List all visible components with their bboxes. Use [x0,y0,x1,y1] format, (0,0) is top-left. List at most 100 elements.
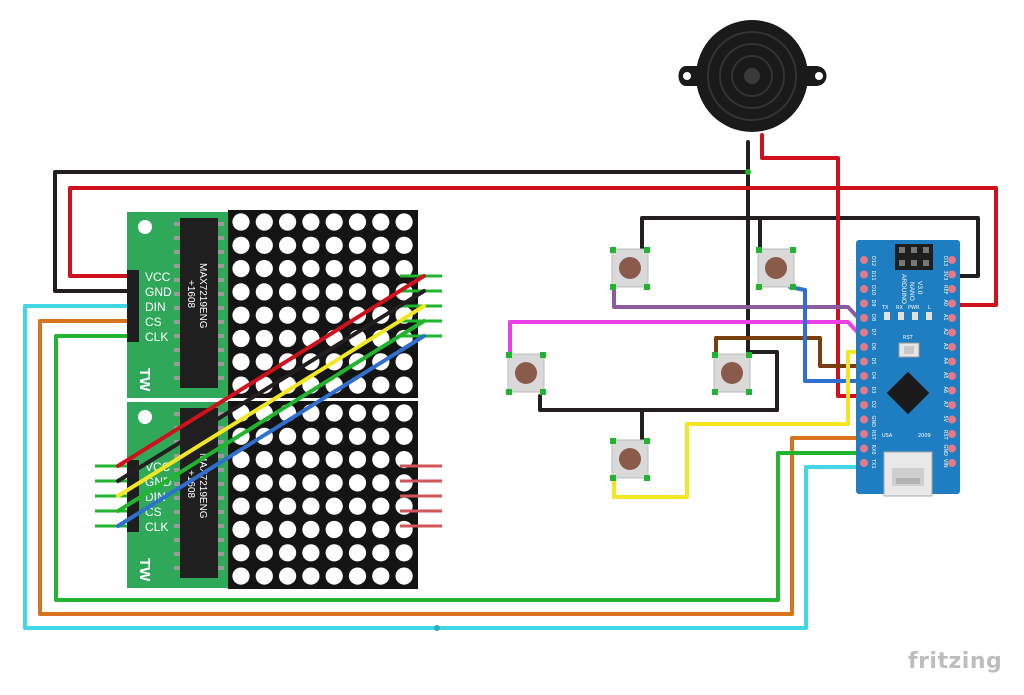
wire-button-blue[interactable] [788,285,864,383]
wire-button-purple[interactable] [612,285,864,324]
wire-button-brown[interactable] [714,336,864,368]
chain-wire-green[interactable] [116,319,426,513]
led-dot [232,260,250,278]
wire-gnd-black[interactable] [53,170,750,293]
wire-clk-green[interactable] [54,334,864,602]
nano-pin[interactable] [860,430,868,438]
led-dot [325,213,343,231]
nano-pin[interactable] [948,372,956,380]
wire-cs-orange[interactable] [38,319,864,616]
wire-button-magenta[interactable] [508,320,864,367]
led-dot [302,474,320,492]
led-dot [348,213,367,231]
led-dot [372,236,390,254]
chain-wire-yellow[interactable] [116,304,426,498]
nano-pin-label: 5V [942,416,948,423]
wire-button-yellow[interactable] [612,350,864,499]
pin-label-clk: CLK [145,330,168,344]
push-button-5[interactable] [610,438,650,481]
mount-hole [138,220,152,234]
led-dot [395,567,413,585]
led-dot [232,236,250,254]
nano-pin[interactable] [860,328,868,337]
matrix-input-pins-bottom [95,464,127,528]
wire-din-cyan[interactable] [23,304,864,630]
led-dot [255,520,273,539]
led-dot [395,236,413,254]
wire-gnd-button-mid[interactable] [746,350,779,412]
nano-pin[interactable] [860,415,868,424]
led-dots-bottom [232,404,413,585]
nano-pin[interactable] [860,270,868,279]
usb-connector[interactable] [883,451,933,497]
nano-pin[interactable] [860,357,868,366]
led-dot [232,497,250,515]
led-dot [372,451,390,469]
led-dot [395,404,413,422]
nano-pin-label: D4 [870,372,876,379]
nano-pin[interactable] [948,314,956,322]
pin-label-gnd: GND [145,285,172,299]
led-dot [232,353,250,371]
nano-pin[interactable] [948,357,956,366]
led-dot [325,404,343,422]
led-dot [302,236,320,254]
nano-pin[interactable] [860,299,868,308]
nano-pin[interactable] [948,430,956,438]
nano-pin[interactable] [860,386,868,395]
nano-name-2: NANO [908,282,915,301]
led-dot [372,427,390,445]
nano-pin[interactable] [948,328,956,337]
nano-name-1: ARDUINO [900,274,907,304]
nano-pin[interactable] [948,285,956,293]
nano-pin[interactable] [860,401,868,409]
pin-label-gnd: GND [145,475,172,489]
chain-wire-blue[interactable] [116,334,426,528]
led-dot [325,427,343,445]
nano-pin[interactable] [860,256,868,264]
nano-pin-label: A5 [942,372,948,379]
nano-pin[interactable] [860,372,868,380]
led-dot [348,520,367,539]
led-dot [302,520,320,539]
push-button-2[interactable] [756,247,796,290]
nano-pin[interactable] [860,343,868,351]
nano-pin-label: GND [942,445,948,457]
nano-pin[interactable] [948,343,956,351]
nano-pin[interactable] [860,444,868,453]
led-dot [372,376,390,394]
nano-pin[interactable] [948,386,956,395]
push-button-4[interactable] [712,352,752,395]
wire-gnd-button-bottom[interactable] [538,394,779,412]
push-button-3[interactable] [506,352,546,395]
wire-gnd-button-bus[interactable] [640,216,980,278]
nano-pin[interactable] [860,314,868,322]
nano-pin[interactable] [860,459,868,467]
nano-pin[interactable] [948,256,956,264]
led-dot [279,451,297,469]
nano-pin[interactable] [948,401,956,409]
nano-pin[interactable] [948,444,956,453]
led-dot [302,283,320,301]
chain-wire-black[interactable] [116,289,426,483]
piezo-buzzer[interactable] [678,20,827,132]
led-dot [255,353,273,371]
led-dot [325,236,343,254]
wire-vcc-red[interactable] [68,186,998,307]
nano-pin-label: D5 [870,358,876,365]
nano-pin[interactable] [948,299,956,308]
push-button-1[interactable] [610,247,650,290]
led-dot [348,427,367,445]
nano-pin[interactable] [948,459,956,467]
led-dot [232,451,250,469]
nano-pin[interactable] [948,415,956,424]
chain-wire-red[interactable] [116,274,426,468]
led-label-l: L [928,305,931,311]
mount-hole [138,410,152,424]
nano-pin[interactable] [860,285,868,293]
chip-label: MAX7219ENG [197,453,208,519]
max7219-chip-top: MAX7219ENG +1608 [174,218,224,388]
nano-pin-label: D7 [870,329,876,336]
nano-pin[interactable] [948,270,956,279]
